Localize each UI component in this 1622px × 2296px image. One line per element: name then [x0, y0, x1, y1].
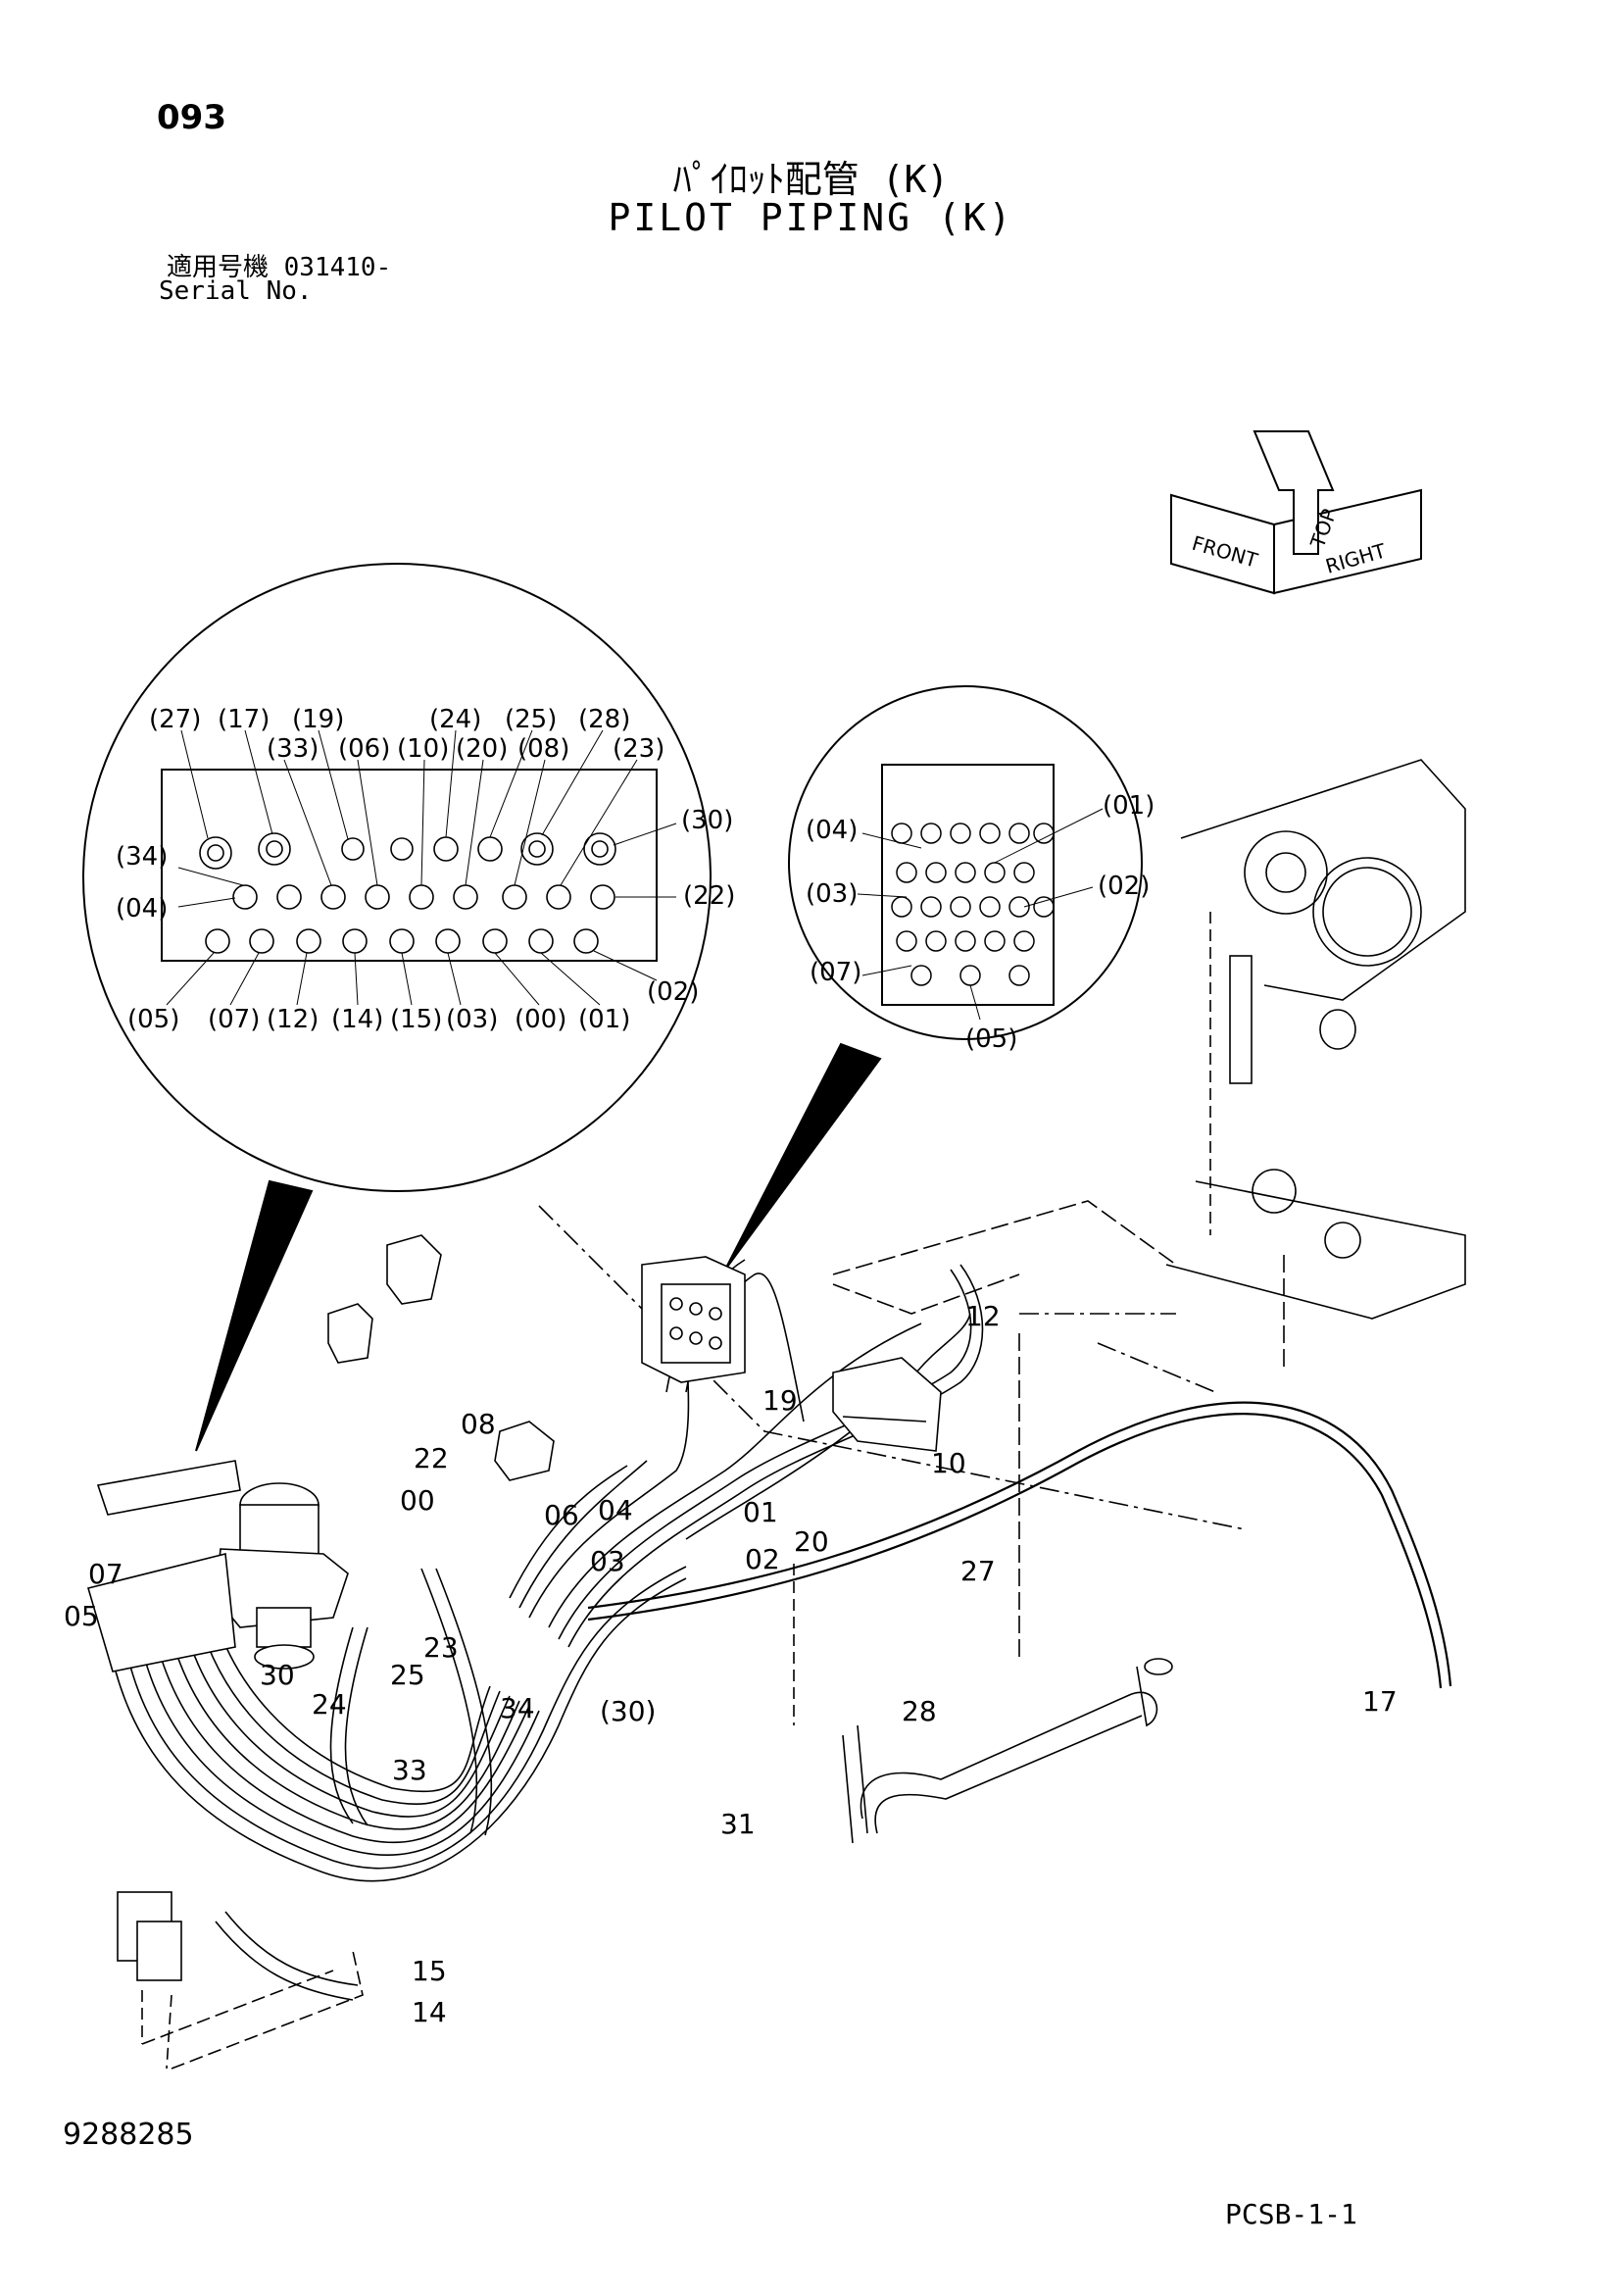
lower-left-valve [117, 1891, 364, 2070]
detail-label: (30) [681, 806, 733, 835]
solenoid-block [327, 1234, 555, 1481]
callout-label: 22 [414, 1442, 449, 1474]
callout-label: 31 [720, 1808, 756, 1840]
detail-label: (27) [149, 705, 201, 734]
callout-label: 00 [400, 1484, 435, 1517]
right-detail-circle [724, 685, 1143, 1271]
detail-label: (24) [429, 705, 481, 734]
callout-label: 30 [260, 1659, 295, 1691]
callout-label: 28 [902, 1695, 937, 1727]
page-number: 093 [157, 98, 226, 137]
callout-label: 24 [312, 1688, 347, 1721]
detail-label: (28) [578, 705, 630, 734]
title-english: PILOT PIPING (K) [608, 196, 1014, 239]
swing-motor [215, 1482, 349, 1670]
detail-label: (10) [397, 734, 449, 764]
callout-label: 17 [1362, 1685, 1398, 1718]
detail-label: (07) [810, 958, 861, 987]
callout-label: 10 [931, 1447, 966, 1479]
detail-label: (00) [515, 1005, 566, 1034]
drawing-number: 9288285 [63, 2118, 194, 2152]
detail-label: (12) [267, 1005, 319, 1034]
left-detail-labels: (27) (17) (19) (24) (25) (28) (33) (06) … [116, 705, 735, 1034]
right-detail-labels: (04) (01) (03) (02) (07) (05) [806, 791, 1155, 1054]
detail-label: (17) [218, 705, 270, 734]
long-hose [587, 1401, 1452, 1689]
detail-label: (04) [806, 816, 858, 845]
detail-label: (01) [578, 1005, 630, 1034]
callout-labels: 12 19 10 08 22 00 06 04 01 03 02 20 27 0… [64, 1300, 1398, 2028]
serial-label-english: Serial No. [159, 276, 313, 306]
left-detail-circle [82, 563, 712, 1452]
detail-label: (03) [806, 879, 858, 909]
pipe-lower-right [842, 1658, 1173, 1844]
callout-label: 12 [965, 1300, 1001, 1332]
callout-label: 19 [762, 1384, 798, 1417]
detail-label: (04) [116, 894, 168, 923]
callout-label: 02 [745, 1543, 780, 1575]
callout-label: 20 [794, 1525, 829, 1558]
detail-label: (08) [517, 734, 569, 764]
detail-label: (02) [647, 977, 699, 1007]
detail-label: (05) [965, 1024, 1017, 1054]
callout-label: 07 [88, 1558, 123, 1590]
callout-label: 08 [461, 1408, 496, 1440]
callout-label: 27 [960, 1555, 996, 1587]
detail-label: (07) [208, 1005, 260, 1034]
detail-label: (14) [331, 1005, 383, 1034]
orientation-indicator: FRONT TOP RIGHT [1170, 430, 1422, 595]
callout-label: 23 [423, 1631, 459, 1664]
detail-label: (02) [1098, 872, 1150, 901]
detail-label: (01) [1103, 791, 1155, 821]
detail-label: (33) [267, 734, 319, 764]
callout-label: (30) [600, 1695, 656, 1727]
callout-label: 04 [598, 1494, 633, 1526]
callout-label: 01 [743, 1496, 778, 1528]
detail-label: (25) [505, 705, 557, 734]
callout-label: 34 [500, 1692, 535, 1724]
valve-block-12 [832, 1357, 942, 1452]
callout-label: 03 [590, 1545, 625, 1577]
detail-label: (34) [116, 842, 168, 872]
callout-label: 25 [390, 1659, 425, 1691]
title-japanese: ﾊﾟｲﾛｯﾄ配管 (K) [672, 158, 950, 201]
callout-label: 15 [412, 1955, 447, 1987]
detail-label: (06) [338, 734, 390, 764]
detail-label: (20) [456, 734, 508, 764]
sheet-code: PCSB-1-1 [1225, 2198, 1357, 2230]
detail-label: (03) [446, 1005, 498, 1034]
callout-label: 05 [64, 1600, 99, 1632]
serial-label-japanese: 適用号機 031410- [167, 253, 392, 282]
pilot-valve [641, 1256, 746, 1383]
callout-label: 33 [392, 1754, 427, 1786]
detail-label: (23) [613, 734, 664, 764]
left-manifold [86, 1460, 241, 1672]
detail-label: (19) [292, 705, 344, 734]
callout-label: 14 [412, 1996, 447, 2028]
detail-label: (15) [390, 1005, 442, 1034]
frame-outline [538, 759, 1466, 1725]
detail-label: (05) [127, 1005, 179, 1034]
detail-label: (22) [683, 881, 735, 911]
callout-label: 06 [544, 1499, 579, 1531]
